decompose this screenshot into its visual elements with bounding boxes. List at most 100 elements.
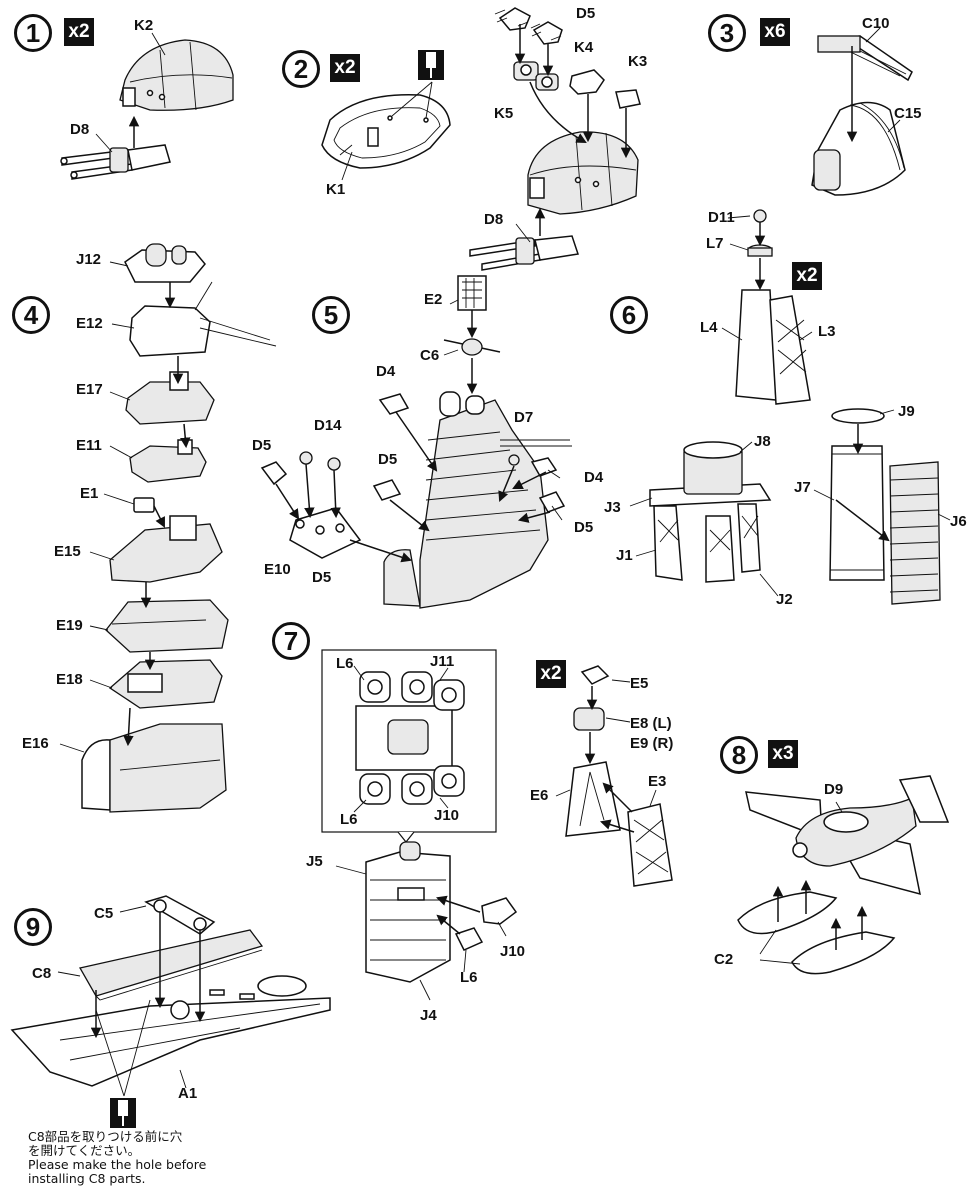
part-label: K3 [628, 53, 648, 70]
upper-turret-assembly-drawing [494, 7, 641, 215]
note-japanese-line-2: を開けてください。 [28, 1143, 141, 1158]
part-label: D9 [824, 781, 844, 798]
drilling-note: C8部品を取りつける前に穴 を開けてください。 Please make the … [28, 1130, 258, 1186]
part-label: D8 [70, 121, 90, 138]
part-label: E6 [530, 787, 549, 804]
part-label: L7 [706, 235, 724, 252]
gun-shield-c15-drawing [811, 101, 906, 196]
inset-detail-box [321, 649, 497, 843]
step-2-multiplier: x2 [330, 54, 360, 82]
funnel-base-j4-drawing [365, 841, 518, 983]
step-number-7: 7 [272, 622, 310, 660]
part-label: J3 [604, 499, 621, 516]
step-number-2: 2 [282, 50, 320, 88]
part-label: L6 [336, 655, 354, 672]
superstructure-drawing [260, 275, 572, 609]
part-label: J12 [76, 251, 102, 268]
step-number-8: 8 [720, 736, 758, 774]
part-label: L3 [818, 323, 836, 340]
part-label: K1 [326, 181, 346, 198]
part-label: C8 [32, 965, 52, 982]
funnel-j6-j7-drawing [829, 408, 941, 605]
crane-multiplier: x2 [536, 660, 566, 688]
step-3-multiplier: x6 [760, 18, 790, 46]
step-number-6: 6 [610, 296, 648, 334]
part-label: D11 [708, 209, 735, 226]
part-label: D5 [378, 451, 398, 468]
turret-k2-drawing [119, 39, 234, 111]
part-label: E9 (R) [630, 735, 674, 752]
part-label: E18 [56, 671, 83, 688]
part-label: D5 [576, 5, 596, 22]
part-label: K5 [494, 105, 514, 122]
part-label: L4 [700, 319, 718, 336]
part-label: J10 [434, 807, 460, 824]
part-label: C15 [894, 105, 922, 122]
part-label: C6 [420, 347, 440, 364]
part-label: E11 [76, 437, 102, 454]
note-english-line-1: Please make the hole before [28, 1157, 207, 1172]
part-label: E10 [264, 561, 291, 578]
turret-base-k1-drawing [321, 93, 451, 169]
part-label: D5 [574, 519, 594, 536]
deck-a1-drawing [10, 895, 331, 1087]
part-label: D14 [314, 417, 342, 434]
step-number-1: 1 [14, 14, 52, 52]
part-label: D5 [252, 437, 272, 454]
part-label: J4 [420, 1007, 437, 1024]
part-label: J5 [306, 853, 323, 870]
step-number-9: 9 [14, 908, 52, 946]
part-label: J9 [898, 403, 915, 420]
seaplane-drawing [737, 775, 950, 975]
crane-assembly-drawing [565, 665, 673, 887]
gun-barrels-d8b-drawing [469, 235, 579, 271]
part-label: D7 [514, 409, 534, 426]
part-label: E19 [56, 617, 83, 634]
step-6-multiplier: x2 [792, 262, 822, 290]
mast-tower-drawing [735, 209, 811, 405]
part-label: C5 [94, 905, 114, 922]
part-label: E2 [424, 291, 443, 308]
part-label: E17 [76, 381, 103, 398]
part-label: J7 [794, 479, 811, 496]
step-1-multiplier: x2 [64, 18, 94, 46]
note-english-line-2: installing C8 parts. [28, 1171, 146, 1186]
part-label: E1 [80, 485, 99, 502]
part-label: J10 [500, 943, 526, 960]
note-japanese-line-1: C8部品を取りつける前に穴 [28, 1129, 183, 1144]
step-number-3: 3 [708, 14, 746, 52]
part-label: K4 [574, 39, 594, 56]
part-label: C10 [862, 15, 890, 32]
part-label: D4 [584, 469, 604, 486]
part-label: D8 [484, 211, 504, 228]
part-label: D5 [312, 569, 332, 586]
part-label: E8 (L) [630, 715, 672, 732]
part-label: D4 [376, 363, 396, 380]
secondary-gun-c10-drawing [817, 35, 913, 82]
step-number-4: 4 [12, 296, 50, 334]
drill-icon [110, 1098, 136, 1128]
step-8-multiplier: x3 [768, 740, 798, 768]
part-label: A1 [178, 1085, 198, 1102]
drill-icon [418, 50, 444, 80]
part-label: E12 [76, 315, 103, 332]
part-label: C2 [714, 951, 734, 968]
part-label: L6 [340, 811, 358, 828]
part-label: J2 [776, 591, 793, 608]
part-label: L6 [460, 969, 478, 986]
part-label: J1 [616, 547, 633, 564]
bridge-tower-stack-drawing [81, 243, 277, 813]
part-label: J8 [754, 433, 771, 450]
gun-barrels-d8-drawing [60, 144, 171, 180]
step-number-5: 5 [312, 296, 350, 334]
part-label: J6 [950, 513, 967, 530]
searchlight-tower-drawing [649, 441, 772, 583]
part-label: J11 [430, 653, 455, 670]
part-label: E5 [630, 675, 649, 692]
part-label: K2 [134, 17, 154, 34]
part-label: E3 [648, 773, 667, 790]
part-label: E16 [22, 735, 49, 752]
part-label: E15 [54, 543, 81, 560]
